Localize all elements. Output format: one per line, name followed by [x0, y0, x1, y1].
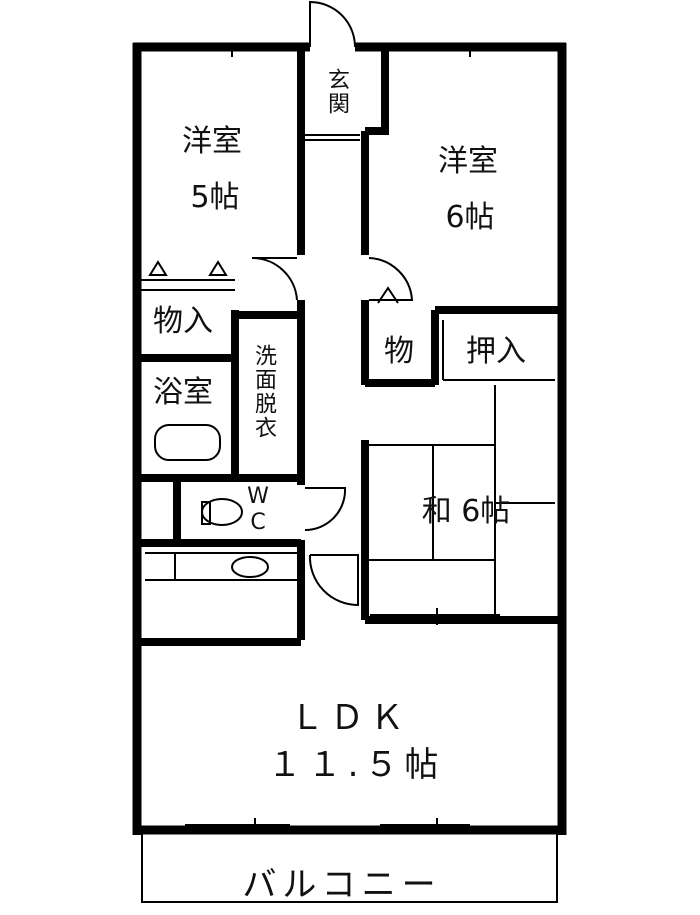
room-balcony: バルコニー	[242, 865, 442, 905]
room-size-western-6: 6帖	[445, 200, 495, 235]
room-closet: 押入	[466, 334, 526, 369]
room-washroom: 洗面脱衣	[251, 344, 276, 440]
room-ldk-name: ＬＤＫ	[290, 698, 410, 738]
room-japanese: 和 6帖	[421, 494, 511, 529]
room-name-western-6: 洋室	[438, 144, 498, 179]
room-ldk-size: １１.５帖	[267, 745, 445, 785]
room-name-western-5: 洋室	[182, 124, 242, 159]
room-wc-c: C	[250, 510, 266, 535]
room-wc-w: W	[247, 484, 269, 509]
room-storage-right: 物	[384, 334, 414, 369]
room-bathroom: 浴室	[153, 375, 213, 410]
room-storage-left: 物入	[153, 304, 213, 339]
outer-walls	[132, 42, 567, 835]
interior-walls	[137, 47, 562, 646]
room-size-western-5: 5帖	[190, 180, 240, 215]
room-entrance: 玄関	[324, 68, 349, 116]
